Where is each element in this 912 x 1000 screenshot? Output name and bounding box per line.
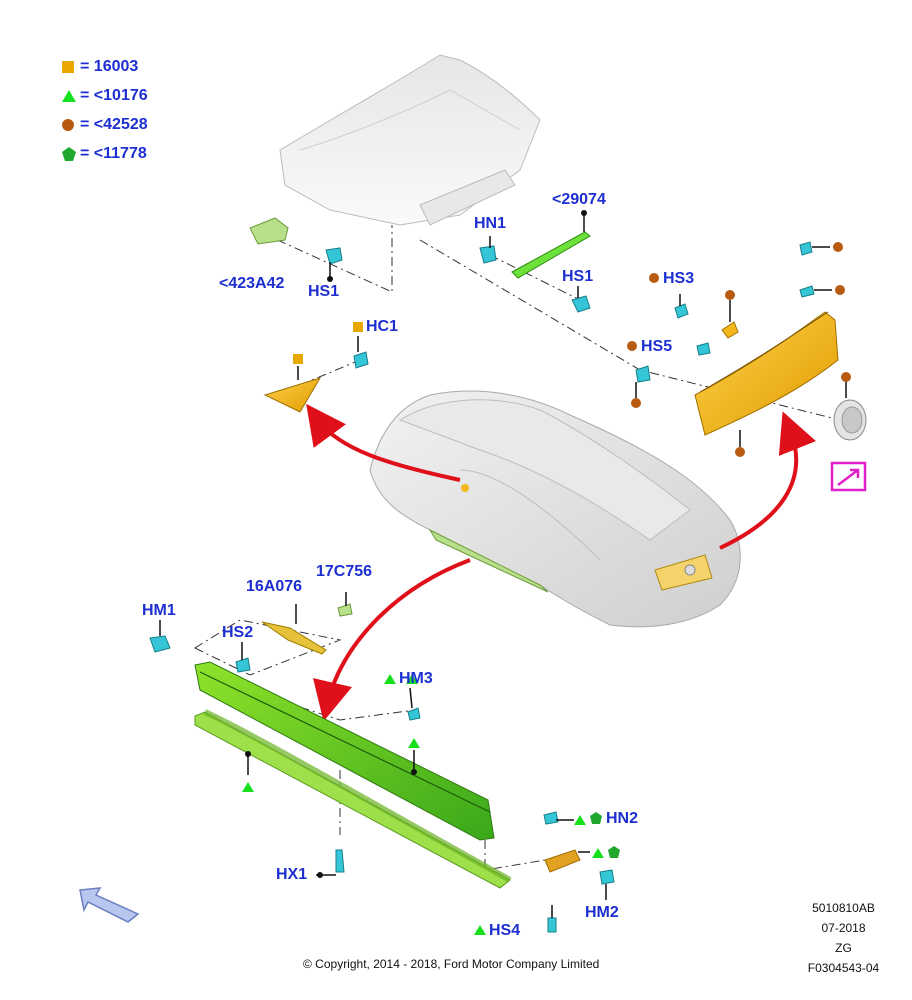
label-hm3: HM3 (399, 670, 433, 687)
corner-bracket-hc1 (263, 336, 369, 413)
legend-value: <10176 (93, 86, 148, 104)
clip-hn1 (479, 236, 497, 264)
rocker-fasteners (149, 592, 620, 935)
rocker-molding-lower (194, 709, 512, 889)
label-hm2: HM2 (585, 904, 619, 921)
label-hs1-left: HS1 (308, 283, 340, 300)
legend-eq: = (80, 144, 90, 162)
legend-item-triangle: = <10176 (62, 81, 148, 110)
drawing-code: 5010810AB (812, 901, 875, 915)
drawing-meta: 5010810AB 07-2018 ZG F0304543-04 (796, 898, 891, 978)
detail-view-icon (830, 461, 867, 492)
rear-spoiler (694, 311, 839, 436)
label-17c756: 17C756 (316, 563, 373, 580)
label-hs5: HS5 (641, 338, 673, 355)
triangle-symbol-icon (62, 89, 76, 102)
label-hn2: HN2 (606, 810, 639, 827)
label-hs1-top: HS1 (562, 268, 594, 285)
view-direction-arrow-icon (79, 887, 140, 923)
clip-hs1-top (571, 286, 591, 313)
legend-eq: = (80, 115, 90, 133)
ford-emblem-icon (833, 399, 867, 441)
drawing-date: 07-2018 (821, 921, 866, 935)
label-hx1: HX1 (276, 866, 308, 883)
car-body (369, 390, 741, 628)
label-29074: <29074 (552, 191, 606, 208)
circle-symbol-icon (62, 118, 74, 131)
figure-number: F0304543-04 (807, 961, 880, 975)
legend-item-pentagon: = <11778 (62, 139, 148, 168)
label-hm1: HM1 (142, 602, 176, 619)
legend-value: <11778 (93, 144, 147, 162)
strip-29074 (511, 210, 591, 279)
square-symbol-icon (62, 60, 74, 73)
rocker-molding-upper (194, 661, 495, 841)
legend: = 16003 = <10176 = <42528 = <11778 (62, 52, 148, 168)
legend-value: 16003 (93, 57, 139, 75)
pentagon-symbol-icon (62, 146, 76, 161)
bracket-423a42 (249, 217, 289, 245)
legend-item-square: = 16003 (62, 52, 148, 81)
label-hc1: HC1 (366, 318, 399, 335)
label-423a42: <423A42 (219, 275, 285, 292)
red-pointer-arrows (306, 403, 816, 722)
drawing-zone: ZG (835, 941, 852, 955)
decklid (279, 54, 541, 226)
label-hn1: HN1 (474, 215, 507, 232)
legend-item-circle: = <42528 (62, 110, 148, 139)
legend-eq: = (80, 86, 90, 104)
clip-hs1-left (325, 247, 343, 282)
label-16a076: 16A076 (246, 578, 303, 595)
copyright-notice: © Copyright, 2014 - 2018, Ford Motor Com… (303, 957, 600, 971)
label-hs3: HS3 (663, 270, 695, 287)
legend-eq: = (80, 57, 90, 75)
label-hs2: HS2 (222, 624, 254, 641)
label-hs4: HS4 (489, 922, 521, 939)
legend-value: <42528 (93, 115, 148, 133)
spoiler-fasteners (627, 241, 851, 457)
square-marker-icon (353, 322, 363, 332)
